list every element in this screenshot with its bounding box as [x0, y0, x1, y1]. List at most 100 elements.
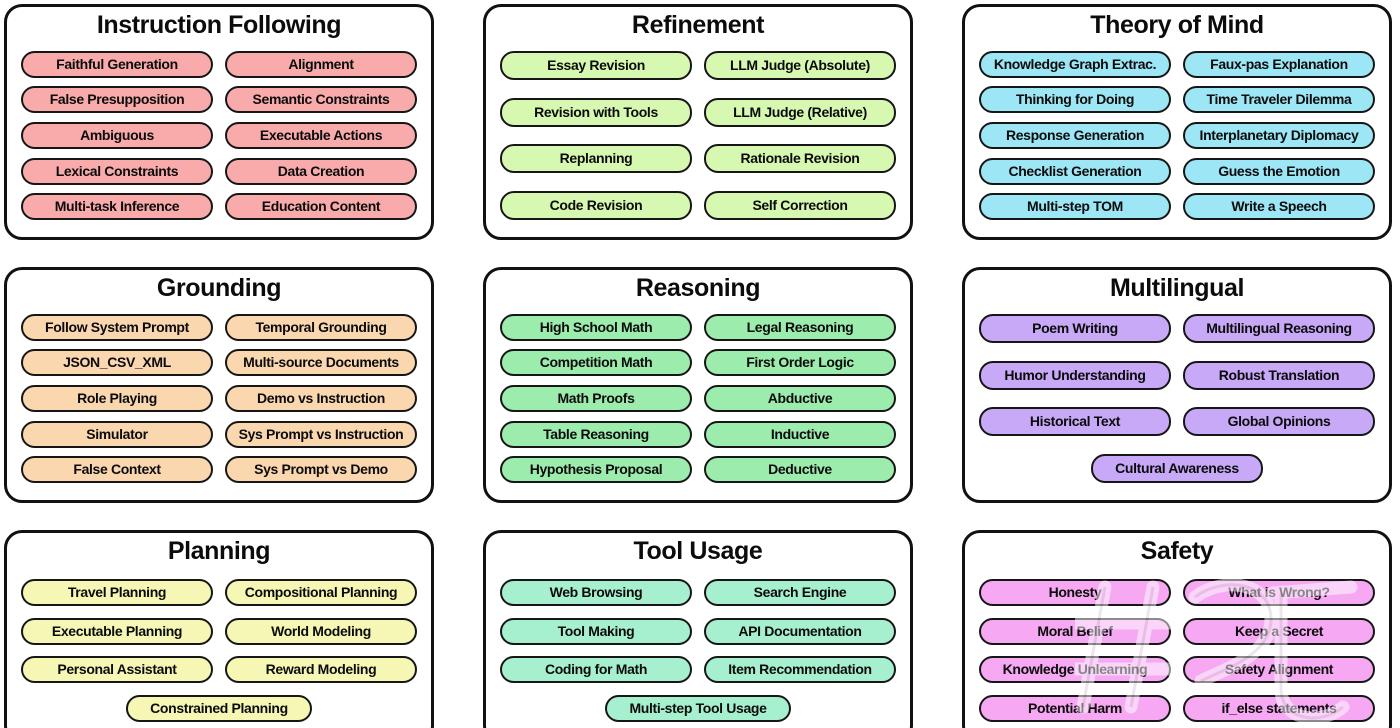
pill-api-documentation: API Documentation — [704, 617, 896, 645]
pill-historical-text: Historical Text — [979, 407, 1171, 437]
pill-row: Thinking for Doing Time Traveler Dilemma — [979, 86, 1375, 114]
pill-deductive: Deductive — [704, 456, 896, 484]
pill-first-order-logic: First Order Logic — [704, 349, 896, 377]
pill-code-revision: Code Revision — [500, 191, 692, 221]
pill-row: Replanning Rationale Revision — [500, 144, 896, 174]
pill-row: Personal Assistant Reward Modeling — [21, 656, 417, 684]
pill-faux-pas-explanation: Faux-pas Explanation — [1183, 50, 1375, 78]
pill-high-school-math: High School Math — [500, 313, 692, 341]
panel-title-instruction-following: Instruction Following — [96, 11, 342, 39]
pill-honesty: Honesty — [979, 579, 1171, 607]
pill-executable-planning: Executable Planning — [21, 617, 213, 645]
pill-humor-understanding: Humor Understanding — [979, 360, 1171, 390]
pill-lexical-constraints: Lexical Constraints — [21, 157, 213, 185]
panel-title-grounding: Grounding — [156, 274, 282, 302]
pill-executable-actions: Executable Actions — [225, 121, 417, 149]
pill-math-proofs: Math Proofs — [500, 384, 692, 412]
pill-robust-translation: Robust Translation — [1183, 360, 1375, 390]
pill-multilingual-reasoning: Multilingual Reasoning — [1183, 313, 1375, 343]
pill-reward-modeling: Reward Modeling — [225, 656, 417, 684]
pill-row: False Context Sys Prompt vs Demo — [21, 456, 417, 484]
pill-row: Math Proofs Abductive — [500, 384, 896, 412]
pill-ambiguous: Ambiguous — [21, 121, 213, 149]
pill-alignment: Alignment — [225, 50, 417, 78]
pill-multi-step-tool-usage: Multi-step Tool Usage — [605, 694, 791, 722]
pill-row: Checklist Generation Guess the Emotion — [979, 157, 1375, 185]
pill-row: Executable Planning World Modeling — [21, 617, 417, 645]
pill-cultural-awareness: Cultural Awareness — [1091, 454, 1263, 484]
pill-row: Ambiguous Executable Actions — [21, 121, 417, 149]
pill-guess-the-emotion: Guess the Emotion — [1183, 157, 1375, 185]
pill-knowledge-unlearning: Knowledge Unlearning — [979, 656, 1171, 684]
pill-replanning: Replanning — [500, 144, 692, 174]
pill-row: Simulator Sys Prompt vs Instruction — [21, 420, 417, 448]
pill-poem-writing: Poem Writing — [979, 313, 1171, 343]
panel-rows: Knowledge Graph Extrac. Faux-pas Explanat… — [979, 42, 1375, 229]
pill-hypothesis-proposal: Hypothesis Proposal — [500, 456, 692, 484]
pill-education-content: Education Content — [225, 193, 417, 221]
pill-llm-judge-absolute: LLM Judge (Absolute) — [704, 50, 896, 80]
pill-row: False Presupposition Semantic Constraints — [21, 86, 417, 114]
panel-title-multilingual: Multilingual — [1109, 274, 1245, 302]
pill-if-else-statements: if_else statements — [1183, 694, 1375, 722]
pill-potential-harm: Potential Harm — [979, 694, 1171, 722]
pill-abductive: Abductive — [704, 384, 896, 412]
pill-sys-prompt-vs-instruction: Sys Prompt vs Instruction — [225, 420, 417, 448]
pill-demo-vs-instruction: Demo vs Instruction — [225, 384, 417, 412]
pill-simulator: Simulator — [21, 420, 213, 448]
pill-multi-step-tom: Multi-step TOM — [979, 193, 1171, 221]
pill-row: Humor Understanding Robust Translation — [979, 360, 1375, 390]
pill-response-generation: Response Generation — [979, 121, 1171, 149]
pill-time-traveler-dilemma: Time Traveler Dilemma — [1183, 86, 1375, 114]
pill-row: Potential Harm if_else statements — [979, 694, 1375, 722]
pill-sys-prompt-vs-demo: Sys Prompt vs Demo — [225, 456, 417, 484]
pill-compositional-planning: Compositional Planning — [225, 579, 417, 607]
pill-follow-system-prompt: Follow System Prompt — [21, 313, 213, 341]
panel-title-reasoning: Reasoning — [635, 274, 761, 302]
pill-semantic-constraints: Semantic Constraints — [225, 86, 417, 114]
pill-revision-with-tools: Revision with Tools — [500, 97, 692, 127]
pill-row: Historical Text Global Opinions — [979, 407, 1375, 437]
pill-personal-assistant: Personal Assistant — [21, 656, 213, 684]
pill-keep-a-secret: Keep a Secret — [1183, 617, 1375, 645]
pill-checklist-generation: Checklist Generation — [979, 157, 1171, 185]
pill-inductive: Inductive — [704, 420, 896, 448]
pill-rationale-revision: Rationale Revision — [704, 144, 896, 174]
pill-row: Poem Writing Multilingual Reasoning — [979, 313, 1375, 343]
pill-world-modeling: World Modeling — [225, 617, 417, 645]
pill-data-creation: Data Creation — [225, 157, 417, 185]
pill-knowledge-graph-extrac: Knowledge Graph Extrac. — [979, 50, 1171, 78]
pill-row: Lexical Constraints Data Creation — [21, 157, 417, 185]
pill-false-context: False Context — [21, 456, 213, 484]
panel-title-refinement: Refinement — [631, 11, 765, 39]
pill-false-presupposition: False Presupposition — [21, 86, 213, 114]
pill-row: Constrained Planning — [21, 694, 417, 722]
panel-title-theory-of-mind: Theory of Mind — [1090, 11, 1264, 39]
pill-row: Hypothesis Proposal Deductive — [500, 456, 896, 484]
pill-web-browsing: Web Browsing — [500, 579, 692, 607]
pill-row: Multi-step Tool Usage — [500, 694, 896, 722]
pill-multi-task-inference: Multi-task Inference — [21, 193, 213, 221]
pill-global-opinions: Global Opinions — [1183, 407, 1375, 437]
pill-item-recommendation: Item Recommendation — [704, 656, 896, 684]
panel-title-safety: Safety — [1140, 537, 1214, 565]
pill-thinking-for-doing: Thinking for Doing — [979, 86, 1171, 114]
pill-legal-reasoning: Legal Reasoning — [704, 313, 896, 341]
